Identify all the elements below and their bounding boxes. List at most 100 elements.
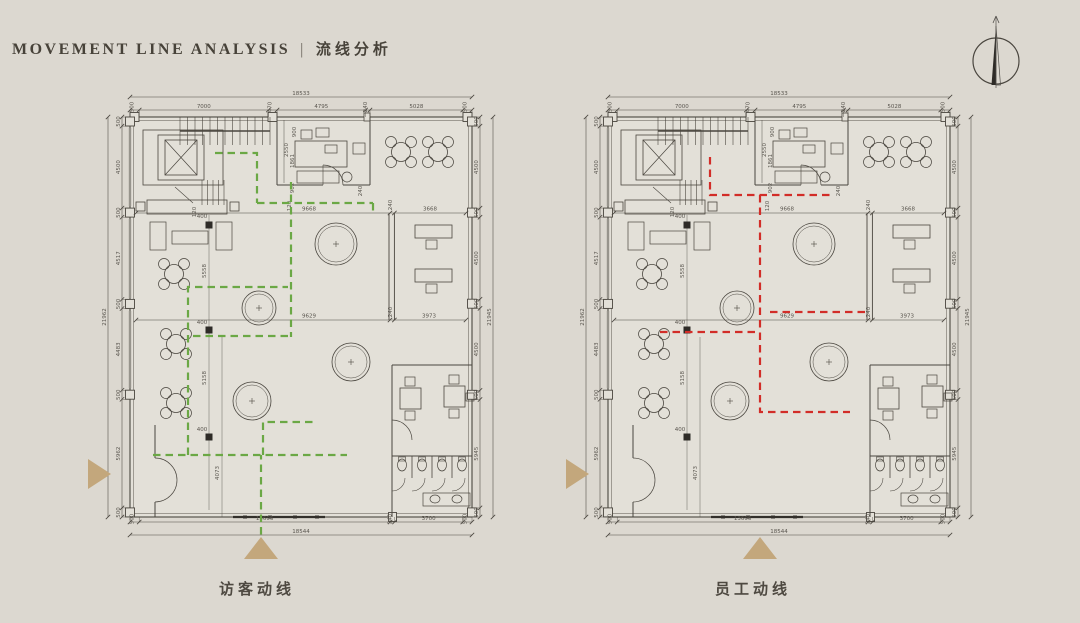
svg-text:500: 500 [594, 207, 600, 218]
svg-text:4500: 4500 [952, 251, 958, 265]
svg-text:500: 500 [952, 298, 958, 309]
svg-text:400: 400 [675, 427, 686, 433]
entry-arrow-bottom [743, 537, 777, 559]
page-header: MOVEMENT LINE ANALYSIS | 流线分析 [12, 38, 392, 59]
svg-text:240: 240 [358, 185, 364, 196]
svg-text:500: 500 [474, 389, 480, 400]
svg-text:120: 120 [765, 200, 771, 211]
svg-text:3700: 3700 [422, 516, 436, 522]
svg-text:500: 500 [462, 513, 468, 524]
svg-text:9668: 9668 [780, 207, 794, 213]
svg-text:902: 902 [290, 183, 296, 194]
svg-text:240: 240 [866, 199, 872, 210]
svg-text:21945: 21945 [965, 308, 971, 326]
svg-text:4517: 4517 [116, 251, 122, 265]
svg-text:902: 902 [768, 183, 774, 194]
svg-text:900: 900 [770, 126, 776, 137]
svg-text:400: 400 [197, 427, 208, 433]
svg-text:5028: 5028 [409, 104, 423, 110]
plan-label-visitor: 访客动线 [218, 581, 295, 598]
svg-text:500: 500 [474, 507, 480, 518]
svg-text:500: 500 [608, 513, 614, 524]
svg-text:240: 240 [865, 513, 871, 524]
svg-text:240: 240 [841, 101, 847, 112]
svg-text:18544: 18544 [770, 529, 788, 535]
svg-text:240: 240 [836, 185, 842, 196]
svg-text:21962: 21962 [102, 308, 108, 326]
page-title-zh: 流线分析 [315, 41, 392, 58]
svg-text:18533: 18533 [770, 91, 788, 97]
svg-text:400: 400 [675, 214, 686, 220]
svg-text:4500: 4500 [474, 342, 480, 356]
svg-text:500: 500 [608, 101, 614, 112]
svg-text:4500: 4500 [952, 342, 958, 356]
svg-text:21945: 21945 [487, 308, 493, 326]
svg-text:4795: 4795 [792, 104, 806, 110]
svg-text:400: 400 [197, 320, 208, 326]
svg-text:240: 240 [388, 199, 394, 210]
svg-text:500: 500 [952, 116, 958, 127]
entry-arrow-bottom [244, 537, 278, 559]
svg-text:2550: 2550 [762, 143, 768, 157]
svg-text:500: 500 [594, 389, 600, 400]
svg-text:13606: 13606 [734, 516, 752, 522]
svg-text:470: 470 [268, 101, 274, 112]
svg-text:3700: 3700 [900, 516, 914, 522]
svg-text:5558: 5558 [680, 264, 686, 278]
svg-text:500: 500 [116, 298, 122, 309]
svg-text:4483: 4483 [594, 342, 600, 356]
plan-label-staff: 员工动线 [714, 581, 791, 598]
svg-text:13606: 13606 [256, 516, 274, 522]
svg-text:5962: 5962 [594, 447, 600, 461]
svg-text:21962: 21962 [580, 308, 586, 326]
svg-text:240: 240 [387, 513, 393, 524]
svg-text:120: 120 [287, 200, 293, 211]
svg-text:500: 500 [594, 116, 600, 127]
svg-text:4500: 4500 [474, 160, 480, 174]
page-title-en: MOVEMENT LINE ANALYSIS [12, 41, 291, 58]
floor-plan-visitor-drawing: 500 7000 470 4795 240 5028 500 18533 500 13606 240… [88, 91, 496, 559]
svg-text:500: 500 [130, 513, 136, 524]
svg-text:500: 500 [462, 101, 468, 112]
svg-text:5158: 5158 [680, 371, 686, 385]
svg-text:9629: 9629 [780, 314, 794, 320]
svg-text:9629: 9629 [302, 314, 316, 320]
svg-text:18544: 18544 [292, 529, 310, 535]
svg-text:1861: 1861 [290, 154, 296, 168]
svg-text:500: 500 [130, 101, 136, 112]
svg-text:500: 500 [594, 507, 600, 518]
svg-text:5962: 5962 [116, 447, 122, 461]
title-divider: | [300, 41, 306, 58]
svg-text:4795: 4795 [314, 104, 328, 110]
svg-text:2550: 2550 [284, 143, 290, 157]
floor-plan-visitor: 500 7000 470 4795 240 5028 500 18533 500 13606 240… [85, 85, 525, 565]
svg-text:500: 500 [940, 513, 946, 524]
north-arrow-icon [958, 8, 1036, 100]
svg-text:500: 500 [116, 389, 122, 400]
svg-text:500: 500 [952, 507, 958, 518]
svg-text:500: 500 [474, 298, 480, 309]
svg-text:7000: 7000 [197, 104, 211, 110]
svg-text:400: 400 [675, 320, 686, 326]
entry-arrow-side [566, 459, 589, 489]
svg-text:120: 120 [192, 206, 198, 217]
svg-text:3668: 3668 [901, 207, 915, 213]
svg-text:240: 240 [388, 306, 394, 317]
svg-text:500: 500 [940, 101, 946, 112]
svg-text:500: 500 [116, 116, 122, 127]
svg-text:18533: 18533 [292, 91, 310, 97]
svg-text:120: 120 [670, 206, 676, 217]
svg-text:1861: 1861 [768, 154, 774, 168]
svg-text:5945: 5945 [474, 446, 480, 460]
svg-text:900: 900 [292, 126, 298, 137]
svg-text:5945: 5945 [952, 446, 958, 460]
svg-text:500: 500 [474, 116, 480, 127]
svg-text:5028: 5028 [887, 104, 901, 110]
svg-text:500: 500 [116, 207, 122, 218]
svg-text:7000: 7000 [675, 104, 689, 110]
north-arrow-drawing [972, 15, 1020, 88]
svg-text:3973: 3973 [422, 314, 436, 320]
